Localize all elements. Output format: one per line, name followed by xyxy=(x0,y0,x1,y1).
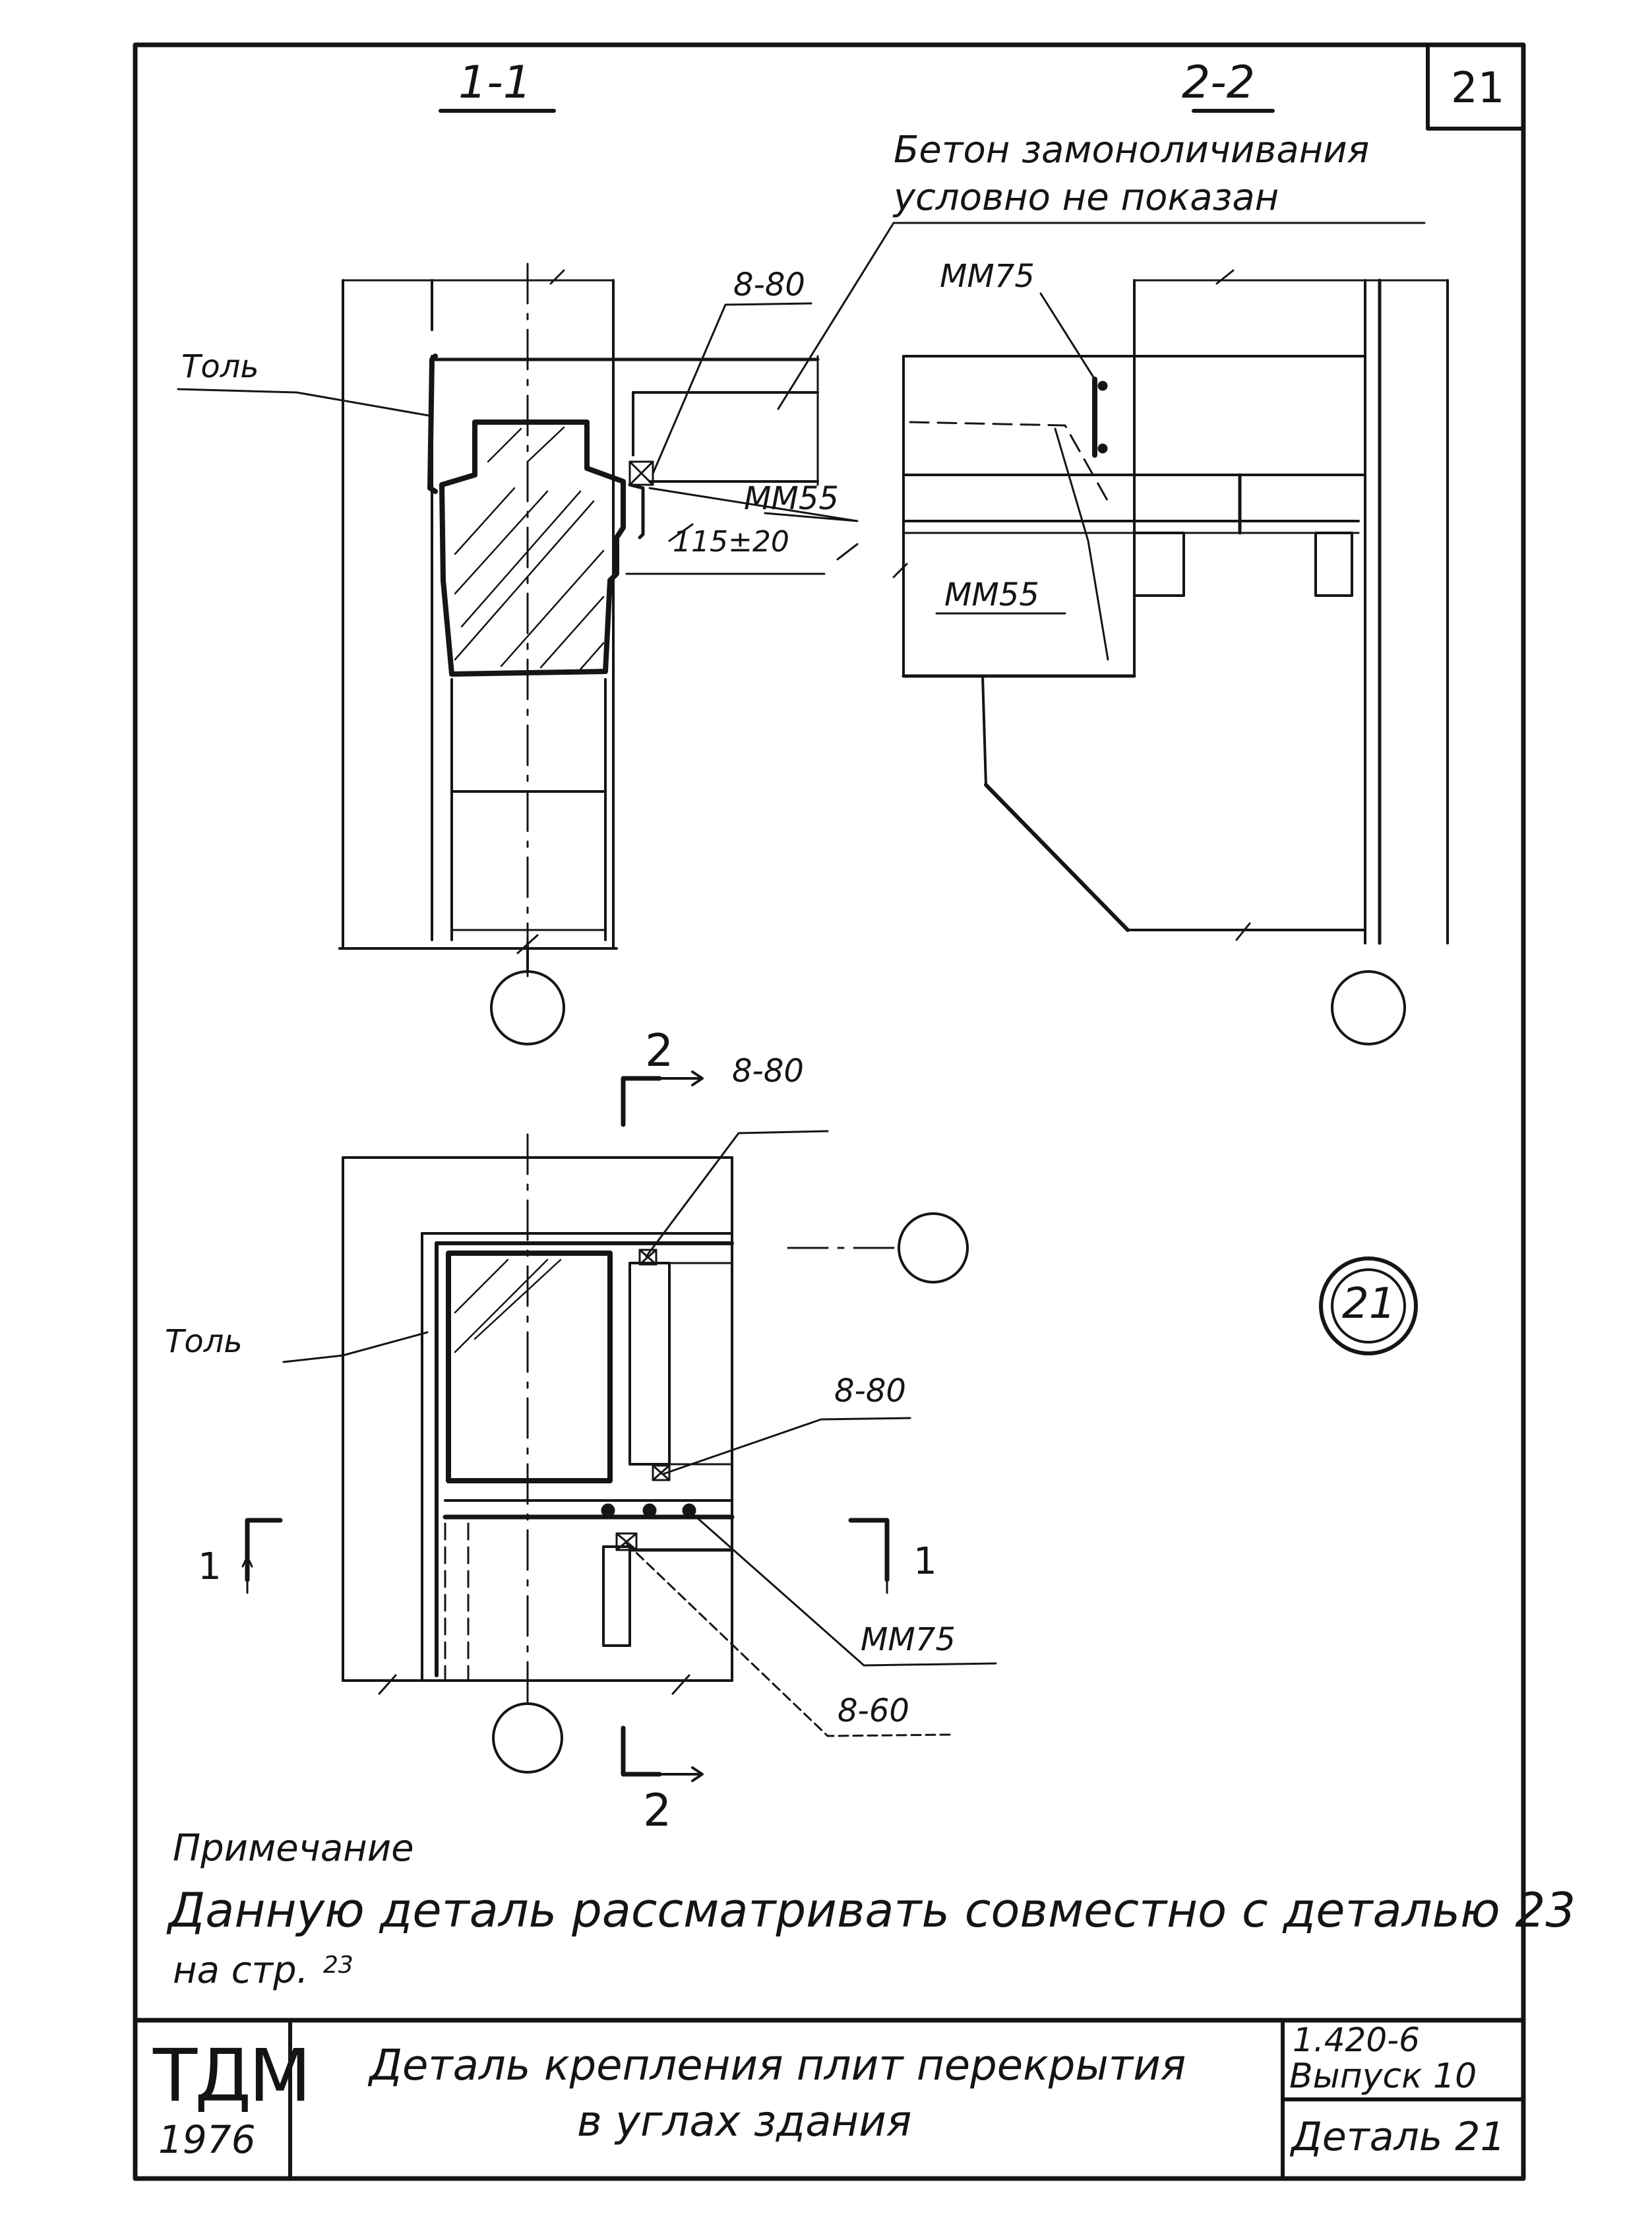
label-rebar-8-80-plan-1: 8-80 xyxy=(732,1053,804,1090)
page-number-box xyxy=(1426,43,1525,131)
note-line-1: Данную деталь рассматривать совместно с … xyxy=(168,1882,1576,1938)
note-line-2: на стр. xyxy=(173,1949,309,1992)
drawing-title-line2: в углах здания xyxy=(577,2097,912,2146)
note-concrete-line1: Бетон замоноличивания xyxy=(894,129,1370,171)
label-mm75-section: ММ75 xyxy=(940,258,1035,295)
section-1-1-drawing xyxy=(177,109,859,1045)
issue-number: Выпуск 10 xyxy=(1289,2057,1477,2096)
label-rebar-8-80-plan-2: 8-80 xyxy=(834,1373,906,1409)
label-rebar-8-60-plan: 8-60 xyxy=(838,1692,909,1729)
label-dimension-115: 115±20 xyxy=(673,525,789,559)
cut-1-left-label: 1 xyxy=(198,1545,222,1588)
section-1-1-title: 1-1 xyxy=(458,57,532,109)
cut-2-top-label: 2 xyxy=(645,1025,674,1077)
title-block-lines xyxy=(133,2018,1526,2181)
note-heading: Примечание xyxy=(173,1827,414,1870)
label-tol-section: Толь xyxy=(181,348,259,385)
label-rebar-8-80-top: 8-80 xyxy=(733,266,805,303)
drawing-title-line1: Деталь крепления плит перекрытия xyxy=(369,2041,1186,2090)
org-logo: ТДМ xyxy=(153,2033,311,2118)
series-code: 1.420-6 xyxy=(1293,2021,1420,2059)
title-year: 1976 xyxy=(158,2117,256,2162)
page-number: 21 xyxy=(1451,64,1505,113)
detail-badge-number: 21 xyxy=(1342,1280,1396,1328)
note-page-ref: 23 xyxy=(323,1952,353,1979)
label-tol-plan: Толь xyxy=(165,1323,243,1360)
section-2-2-drawing xyxy=(777,109,1449,1045)
label-mm75-plan: ММ75 xyxy=(861,1621,956,1658)
label-mm55-section-2: ММ55 xyxy=(944,576,1039,613)
cut-1-right-label: 1 xyxy=(913,1540,937,1583)
cut-2-bottom-label: 2 xyxy=(643,1785,672,1837)
label-mm55-section: ММ55 xyxy=(744,480,839,517)
note-concrete-line2: условно не показан xyxy=(894,176,1279,219)
sheet-frame xyxy=(133,42,1526,2181)
section-2-2-title: 2-2 xyxy=(1182,57,1256,109)
detail-number: Деталь 21 xyxy=(1291,2114,1506,2160)
plan-drawing xyxy=(241,1070,1418,1782)
